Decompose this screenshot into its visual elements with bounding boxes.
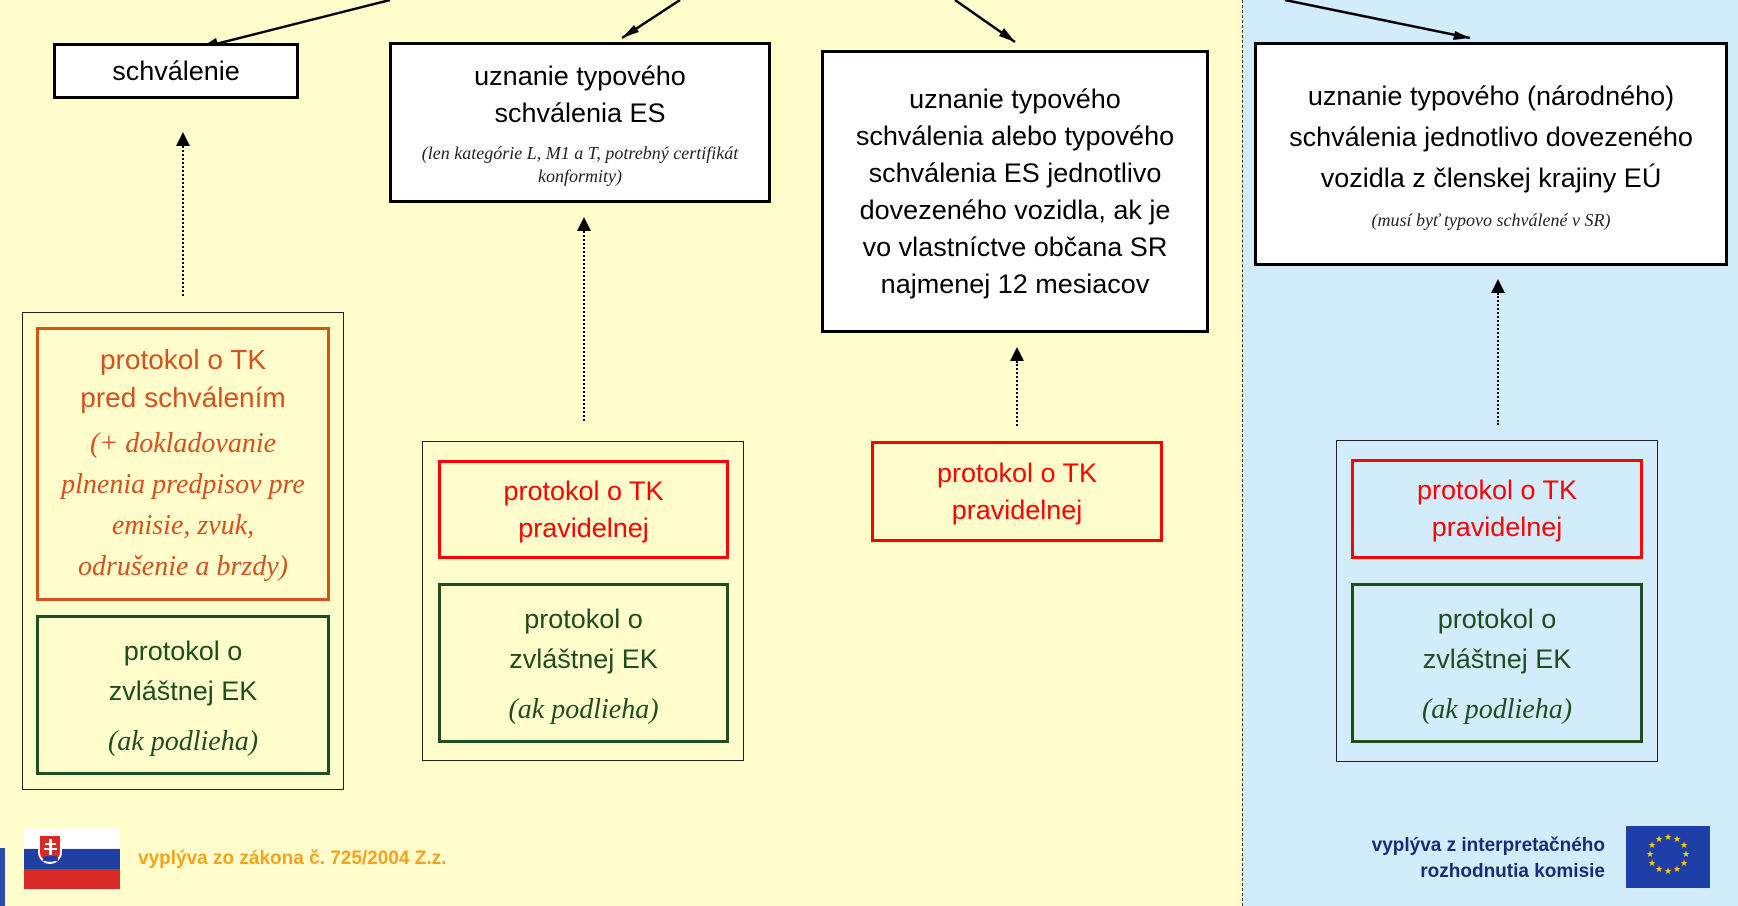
protocol-ek-col4: protokol o zvláštnej EK (ak podlieha) [1351,583,1643,743]
box-schvalenie-label: schválenie [112,55,240,86]
box-uznanie-narodneho: uznanie typového (národného) schválenia … [1254,42,1728,266]
arrow-line-4 [1497,293,1499,425]
arrow-up-4 [1491,279,1505,293]
footer-right-text: vyplýva z interpretačného rozhodnutia ko… [1371,835,1605,882]
slovak-flag-edge [0,848,5,906]
box-uznanie-jednotlivo-label: uznanie typového schválenia alebo typové… [855,83,1175,299]
svg-text:★: ★ [1655,865,1663,875]
svg-text:★: ★ [1673,865,1681,875]
eu-flag-icon: ★ ★ ★ ★ ★ ★ ★ ★ ★ ★ ★ ★ [1626,826,1710,888]
protocol-ek-col2-label: protokol o zvláštnej EK [509,603,658,674]
protocol-tk-regular-col3: protokol o TK pravidelnej [871,441,1163,542]
arrow-line-2 [583,231,585,421]
svg-text:★: ★ [1655,835,1663,845]
protocol-tk-regular-col2-label: protokol o TK pravidelnej [503,475,664,543]
arrow-up-3 [1010,347,1024,361]
svg-text:★: ★ [1682,850,1690,860]
group-col4 [1336,440,1658,762]
arrow-up-2 [577,217,591,231]
box-uznanie-es-label: uznanie typového schválenia ES [474,60,686,128]
box-uznanie-jednotlivo: uznanie typového schválenia alebo typové… [821,50,1209,333]
svg-text:★: ★ [1673,835,1681,845]
slovak-flag-icon [24,828,120,889]
arrow-up-1 [176,132,190,146]
protocol-tk-regular-col2: protokol o TK pravidelnej [438,460,729,559]
box-uznanie-es: uznanie typového schválenia ES (len kate… [389,42,771,203]
panel-divider [1242,0,1243,906]
protocol-ek-col1: protokol o zvláštnej EK (ak podlieha) [36,615,330,775]
footer-left-text: vyplýva zo zákona č. 725/2004 Z.z. [138,848,447,869]
svg-text:★: ★ [1680,841,1688,851]
protocol-tk-regular-col3-label: protokol o TK pravidelnej [936,457,1098,525]
protocol-tk-pre: protokol o TK pred schválením (+ doklado… [36,327,330,601]
protocol-ek-col2: protokol o zvláštnej EK (ak podlieha) [438,583,729,743]
protocol-tk-pre-note: (+ dokladovanie plnenia predpisov pre em… [61,428,305,582]
group-col1 [22,312,344,790]
box-uznanie-es-note: (len kategórie L, M1 a T, potrebný certi… [421,142,739,186]
box-uznanie-narodneho-note: (musí byť typovo schválené v SR) [1371,210,1611,230]
protocol-ek-col2-note: (ak podlieha) [508,693,659,725]
protocol-ek-col4-note: (ak podlieha) [1421,693,1573,725]
arrow-line-3 [1016,361,1018,426]
svg-text:★: ★ [1646,850,1654,860]
protocol-ek-col1-note: (ak podlieha) [107,725,259,757]
svg-text:★: ★ [1664,867,1672,877]
svg-text:★: ★ [1648,841,1656,851]
protocol-tk-regular-col4: protokol o TK pravidelnej [1351,459,1643,559]
protocol-tk-regular-col4-label: protokol o TK pravidelnej [1416,475,1578,542]
svg-text:★: ★ [1664,833,1672,843]
protocol-ek-col4-label: protokol o zvláštnej EK [1422,603,1572,674]
group-col2 [422,441,744,761]
arrow-line-1 [182,146,184,296]
protocol-ek-col1-label: protokol o zvláštnej EK [108,635,258,706]
protocol-tk-pre-label: protokol o TK pred schválením [80,344,286,413]
svg-text:★: ★ [1648,859,1656,869]
box-schvalenie: schválenie [53,43,299,99]
svg-text:★: ★ [1680,859,1688,869]
box-uznanie-narodneho-label: uznanie typového (národného) schválenia … [1289,81,1693,193]
